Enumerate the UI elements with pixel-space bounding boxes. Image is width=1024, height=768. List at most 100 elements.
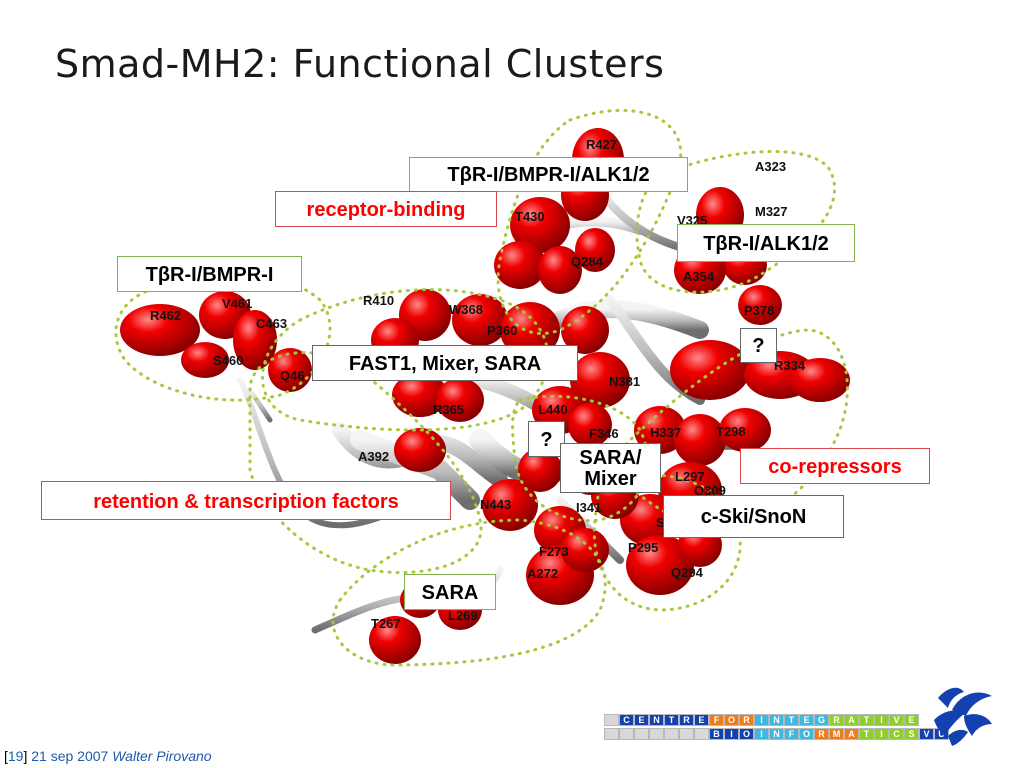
residue-label: N381 [609,374,641,389]
slide-title: Smad-MH2: Functional Clusters [55,42,665,86]
logo-letter-cell: F [709,714,724,726]
residue-label: L440 [538,402,568,417]
residue-label: P295 [628,540,659,555]
label-unknown-middle: ? [528,421,565,457]
logo-letter-cell: N [649,714,664,726]
logo-letter-cell: E [634,714,649,726]
label-tbr-bmpr-alk12: TβR-I/BMPR-I/ALK1/2 [409,157,688,192]
label-tbr-bmpr: TβR-I/BMPR-I [117,256,302,292]
label-receptor-binding: receptor-binding [275,191,497,227]
residue-label: T267 [371,616,401,631]
logo-letter-cell: V [919,728,934,740]
logo-letter-cell: R [739,714,754,726]
residue-label: L269 [448,608,478,623]
residue-label: R427 [586,137,618,152]
logo-letter-cell: T [784,714,799,726]
residue-label: T298 [716,424,746,439]
label-sara-mixer: SARA/ Mixer [560,443,661,493]
logo-letter-cell: R [829,714,844,726]
residue-label: T430 [515,209,545,224]
residue-label: R365 [433,402,465,417]
logo-letter-cell: N [769,728,784,740]
logo-letter-cell: E [799,714,814,726]
logo-letter-cell: O [724,714,739,726]
residue-label: P360 [487,323,518,338]
residue-label: H337 [650,425,682,440]
residue-label: Q46 [280,368,305,383]
logo-letter-cell: T [859,728,874,740]
residue-label: F346 [589,426,619,441]
logo-letter-cell [694,728,709,740]
logo-letter-cell [604,714,619,726]
logo-letter-cell: I [874,714,889,726]
label-sara-mixer-line1: SARA/ [579,447,642,469]
logo-letter-cell [619,728,634,740]
logo-letter-cell: C [619,714,634,726]
residue-label: A272 [527,566,559,581]
logo-letter-cell [649,728,664,740]
label-fast1-mixer-sara: FAST1, Mixer, SARA [312,345,578,381]
logo-letter-cell [664,728,679,740]
logo-letter-cell: O [799,728,814,740]
label-co-repressors: co-repressors [740,448,930,484]
residue-label: R334 [774,358,806,373]
logo-letter-cell: B [709,728,724,740]
logo-letter-cell [679,728,694,740]
logo-letter-cell: I [724,728,739,740]
logo-letter-cell: T [664,714,679,726]
logo-letter-cell: I [754,728,769,740]
residue-label: A392 [358,449,390,464]
logo-letter-cell: C [889,728,904,740]
residue-label: A354 [683,269,715,284]
logo-letter-cell: S [904,728,919,740]
logo-letter-cell: A [844,728,859,740]
footer-author: Walter Pirovano [112,748,212,764]
residue-label: Q294 [671,565,703,580]
residue-label: S460 [213,353,244,368]
residue-label: V461 [222,296,253,311]
logo-letter-cell: V [889,714,904,726]
label-unknown-right: ? [740,328,777,363]
residue-label: A323 [755,159,787,174]
residue-label: R462 [150,308,182,323]
footer-bracket-open: [ [4,748,8,764]
residue-label: M327 [755,204,788,219]
residue-label: Q284 [571,254,603,269]
footer-bracket-close: ] [23,748,28,764]
logo-letter-cell: A [844,714,859,726]
residue-label: W368 [449,302,483,317]
residue-label: C463 [256,316,288,331]
residue-label: F273 [539,544,569,559]
logo-letter-cell [634,728,649,740]
logo-letter-cell: R [679,714,694,726]
footer: [19] 21 sep 2007 Walter Pirovano [4,748,212,764]
logo-letter-cell: T [859,714,874,726]
label-tbr-alk12: TβR-I/ALK1/2 [677,224,855,262]
footer-date: 21 sep 2007 [31,748,109,764]
label-sara: SARA [404,574,496,610]
slide-number[interactable]: 19 [7,748,24,764]
label-sara-mixer-line2: Mixer [584,468,637,490]
logo-letter-cell: N [769,714,784,726]
cluster-outlines [114,108,849,667]
logo-letter-cell: F [784,728,799,740]
logo-letter-cell: G [814,714,829,726]
residue-label: I341 [576,500,602,515]
logo-letter-cell: M [829,728,844,740]
logo-letter-cell: E [694,714,709,726]
logo-letter-cell: O [739,728,754,740]
logo-letter-cell: R [814,728,829,740]
label-cski-snon: c-Ski/SnoN [663,495,844,538]
residue-label: V325 [677,213,708,228]
residue-label: N443 [480,497,512,512]
logo-letter-cell: E [904,714,919,726]
vu-griffin-logo-icon [934,687,992,746]
logo-letter-cell: I [874,728,889,740]
residue-label: R410 [363,293,395,308]
residue-label: P378 [744,303,775,318]
residue-label: Q309 [694,483,726,498]
logo-letter-cell: I [754,714,769,726]
residue-label: L297 [675,469,705,484]
